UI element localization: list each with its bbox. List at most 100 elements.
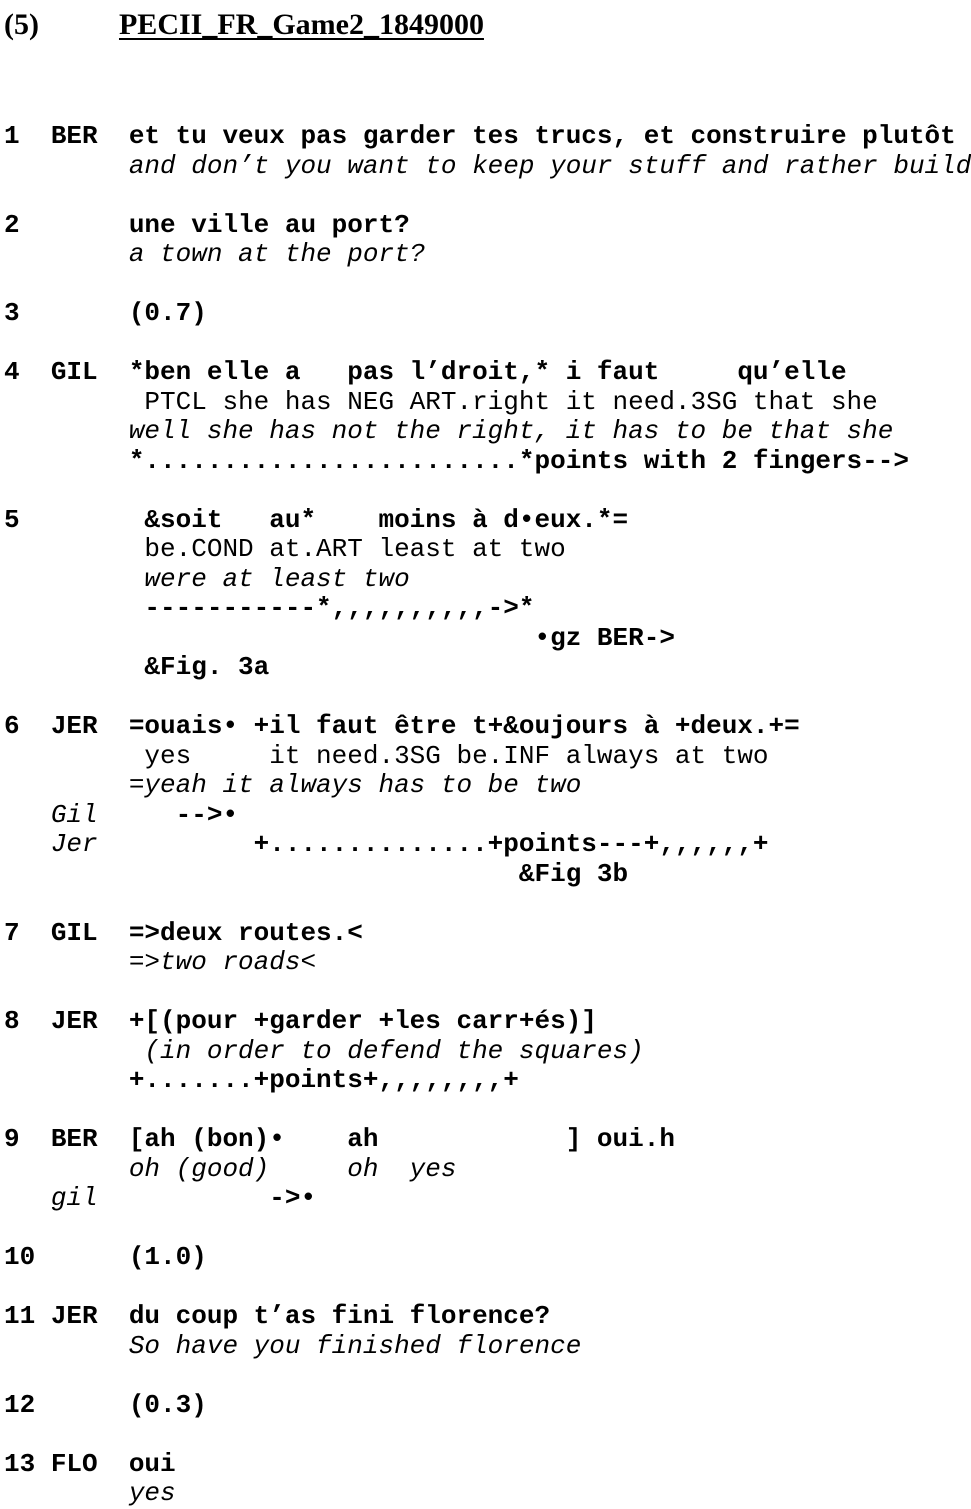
speaker-label: BER	[50, 1124, 129, 1154]
text-segment: *ben elle a pas l’droit,* i faut qu’elle	[128, 357, 847, 387]
transcript-row: =yeah it always has to be two	[4, 770, 971, 801]
transcript-row: 10 (1.0)	[4, 1242, 971, 1273]
line-number	[4, 1331, 51, 1361]
line-number: 10	[4, 1242, 51, 1272]
transcript-turn: 4 GIL *ben elle a pas l’droit,* i faut q…	[4, 357, 971, 477]
text-segment: (1.0)	[128, 1242, 207, 1272]
transcript-row: gil ->•	[4, 1183, 971, 1214]
transcript-row: &Fig. 3a	[4, 652, 971, 683]
excerpt-header: (5)PECII_FR_Game2_1849000	[4, 6, 971, 44]
speaker-label: Jer	[50, 829, 129, 859]
transcript-row: 5 &soit au* moins à d•eux.*=	[4, 504, 971, 536]
line-number	[4, 593, 51, 623]
transcript-row: PTCL she has NEG ART.right it need.3SG t…	[4, 387, 971, 418]
transcript-row: 9 BER [ah (bon)• ah ] oui.h	[4, 1124, 971, 1155]
speaker-label	[51, 593, 129, 623]
line-number	[4, 239, 51, 269]
transcript-row: Jer +..............+points---+,,,,,,+	[4, 829, 971, 860]
text-segment: yes	[128, 1478, 176, 1508]
line-number: 7	[4, 917, 51, 948]
line-number	[4, 770, 51, 800]
transcript-row: be.COND at.ART least at two	[4, 534, 971, 565]
transcript-row: 13 FLO oui	[4, 1448, 971, 1480]
text-segment: •gz BER->	[128, 622, 675, 653]
line-number	[4, 1183, 51, 1213]
speaker-label	[51, 770, 129, 800]
speaker-label	[51, 210, 129, 240]
transcript-row: oh (good) oh yes	[4, 1154, 971, 1185]
transcript-row: -----------*,,,,,,,,,,->*	[4, 593, 971, 624]
text-segment: du coup t’as fini florence?	[128, 1301, 551, 1331]
transcript: 1 BER et tu veux pas garder tes trucs, e…	[4, 121, 971, 1509]
speaker-label: GIL	[50, 357, 129, 387]
line-number	[4, 859, 51, 889]
text-segment: well she has not the right, it has to be…	[128, 416, 894, 446]
transcript-turn: 8 JER +[(pour +garder +les carr+és)] (in…	[4, 1006, 971, 1096]
transcript-row: yes	[4, 1478, 971, 1509]
text-segment: *........................*points with 2 …	[128, 445, 909, 476]
transcript-row: 6 JER =ouais• +il faut être t+&oujours à…	[4, 711, 971, 742]
transcript-row: 12 (0.3)	[4, 1389, 971, 1421]
line-number	[4, 1065, 51, 1095]
speaker-label: JER	[50, 711, 129, 741]
transcript-turn: 12 (0.3)	[4, 1389, 971, 1421]
speaker-label: gil	[50, 1183, 129, 1213]
text-segment: yes it need.3SG be.INF always at two	[128, 740, 769, 771]
speaker-label	[51, 1242, 129, 1272]
speaker-label	[51, 564, 129, 594]
line-number: 11	[4, 1301, 51, 1331]
speaker-label	[51, 859, 129, 889]
transcript-row: 2 une ville au port?	[4, 209, 971, 241]
line-number	[4, 652, 51, 682]
text-segment: oui	[128, 1448, 176, 1479]
text-segment: (0.3)	[128, 1389, 207, 1420]
transcript-row: 7 GIL =>deux routes.<	[4, 917, 971, 949]
transcript-turn: 6 JER =ouais• +il faut être t+&oujours à…	[4, 711, 971, 889]
line-number	[4, 800, 51, 830]
speaker-label: JER	[50, 1301, 129, 1331]
transcript-row: well she has not the right, it has to be…	[4, 416, 971, 447]
text-segment: (0.7)	[128, 298, 207, 328]
speaker-label: Gil	[50, 799, 129, 830]
transcript-row: 3 (0.7)	[4, 298, 971, 329]
transcript-row: a town at the port?	[4, 239, 971, 270]
transcript-row: 4 GIL *ben elle a pas l’droit,* i faut q…	[4, 357, 971, 388]
line-number: 12	[4, 1389, 51, 1420]
line-number: 13	[4, 1448, 51, 1479]
line-number	[4, 387, 51, 417]
transcript-turn: 2 une ville au port? a town at the port?	[4, 209, 971, 270]
text-segment: +..............+points---+,,,,,,+	[128, 829, 769, 859]
speaker-label	[51, 239, 129, 269]
text-segment: &Fig. 3a	[128, 652, 270, 682]
line-number: 1	[4, 121, 51, 151]
text-segment: +[(pour +garder +les carr+és)]	[128, 1006, 597, 1036]
transcript-row: •gz BER->	[4, 622, 971, 654]
text-segment: et tu veux pas garder tes trucs, et cons…	[128, 121, 956, 151]
line-number	[4, 1154, 51, 1184]
line-number: 2	[4, 209, 51, 240]
speaker-label	[51, 741, 129, 771]
excerpt-number: (5)	[4, 8, 39, 41]
line-number	[4, 416, 51, 446]
transcript-row: *........................*points with 2 …	[4, 445, 971, 477]
line-number	[4, 829, 51, 859]
line-number: 6	[4, 711, 51, 741]
text-segment: &soit au* moins à d•eux.*=	[128, 504, 629, 535]
text-segment: a town at the port?	[128, 239, 426, 269]
line-number	[4, 446, 51, 476]
transcript-row: +.......+points+,,,,,,,,+	[4, 1065, 971, 1096]
text-segment: and don’t you want to keep your stuff an…	[128, 150, 971, 181]
speaker-label	[51, 387, 129, 417]
speaker-label	[51, 298, 129, 328]
speaker-label: JER	[50, 1006, 129, 1036]
speaker-label	[51, 1154, 129, 1184]
speaker-label	[51, 652, 129, 682]
line-number	[4, 947, 51, 977]
text-segment: be.COND at.ART least at two	[128, 534, 566, 564]
transcript-turn: 3 (0.7)	[4, 298, 971, 329]
speaker-label	[51, 446, 129, 476]
speaker-label	[51, 1065, 129, 1095]
transcript-row: 8 JER +[(pour +garder +les carr+és)]	[4, 1006, 971, 1037]
line-number	[4, 151, 51, 181]
